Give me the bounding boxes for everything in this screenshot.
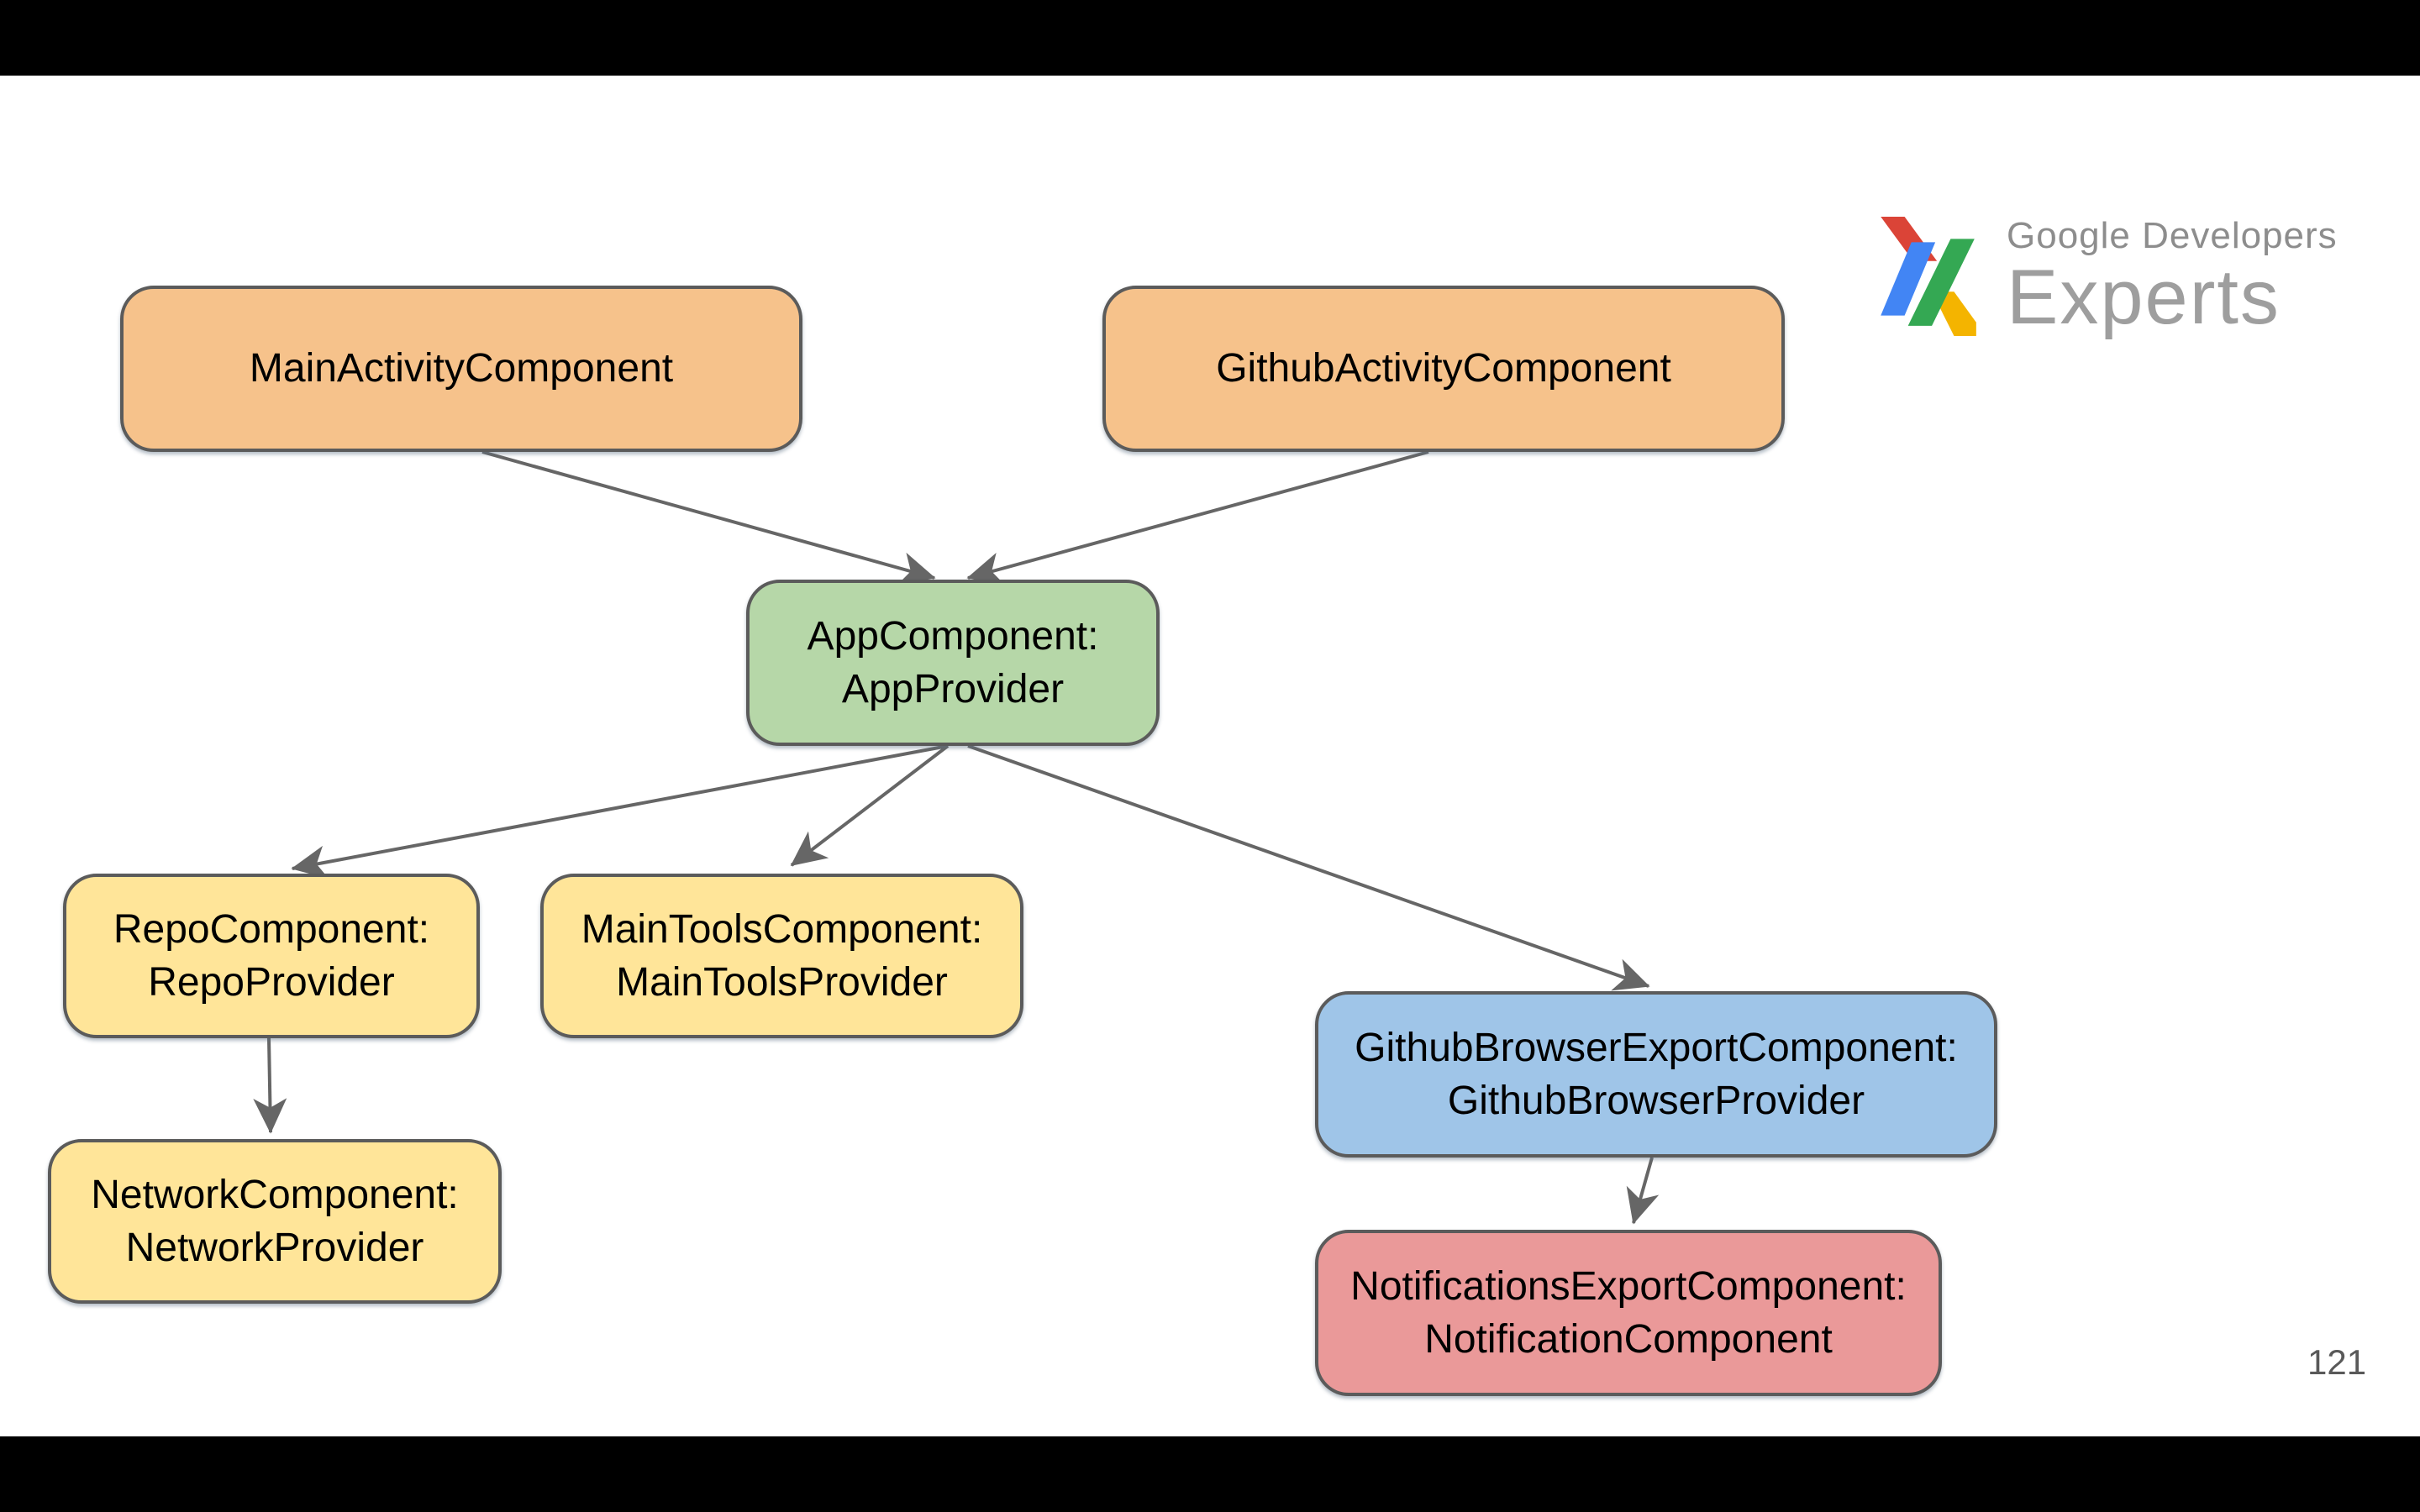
gde-program-label: Experts (2007, 255, 2281, 340)
edge-main-activity-to-app (481, 450, 936, 585)
edge-github-browser-export-to-notifications (1626, 1157, 1660, 1225)
gde-logo: Google Developers Experts (1876, 215, 2338, 339)
diagram-edges (253, 450, 1660, 1225)
gde-brand-label: Google Developers (2007, 215, 2338, 256)
node-notifications-export-component: NotificationsExportComponent: Notificati… (1315, 1230, 1942, 1396)
node-main-activity-component: MainActivityComponent (120, 286, 802, 452)
letterbox-top (0, 0, 2420, 76)
edge-app-to-github-browser-export (967, 744, 1650, 991)
edge-app-to-main-tools (790, 744, 950, 867)
gde-logo-text: Google Developers Experts (2007, 215, 2338, 339)
gde-x-icon (1881, 217, 1976, 337)
page-number: 121 (2307, 1342, 2367, 1382)
node-github-browser-export-component: GithubBrowserExportComponent: GithubBrow… (1315, 991, 1997, 1158)
slide-canvas: MainActivityComponent GithubActivityComp… (0, 76, 2420, 1436)
node-repo-component: RepoComponent: RepoProvider (63, 874, 480, 1038)
node-app-component: AppComponent: AppProvider (746, 580, 1160, 746)
node-network-component: NetworkComponent: NetworkProvider (48, 1139, 502, 1304)
node-github-activity-component: GithubActivityComponent (1102, 286, 1785, 452)
node-main-tools-component: MainToolsComponent: MainToolsProvider (540, 874, 1023, 1038)
edge-app-to-repo (291, 744, 949, 879)
letterbox-bottom (0, 1436, 2420, 1512)
edge-github-activity-to-app (966, 450, 1429, 585)
edge-repo-to-network (253, 1037, 287, 1134)
